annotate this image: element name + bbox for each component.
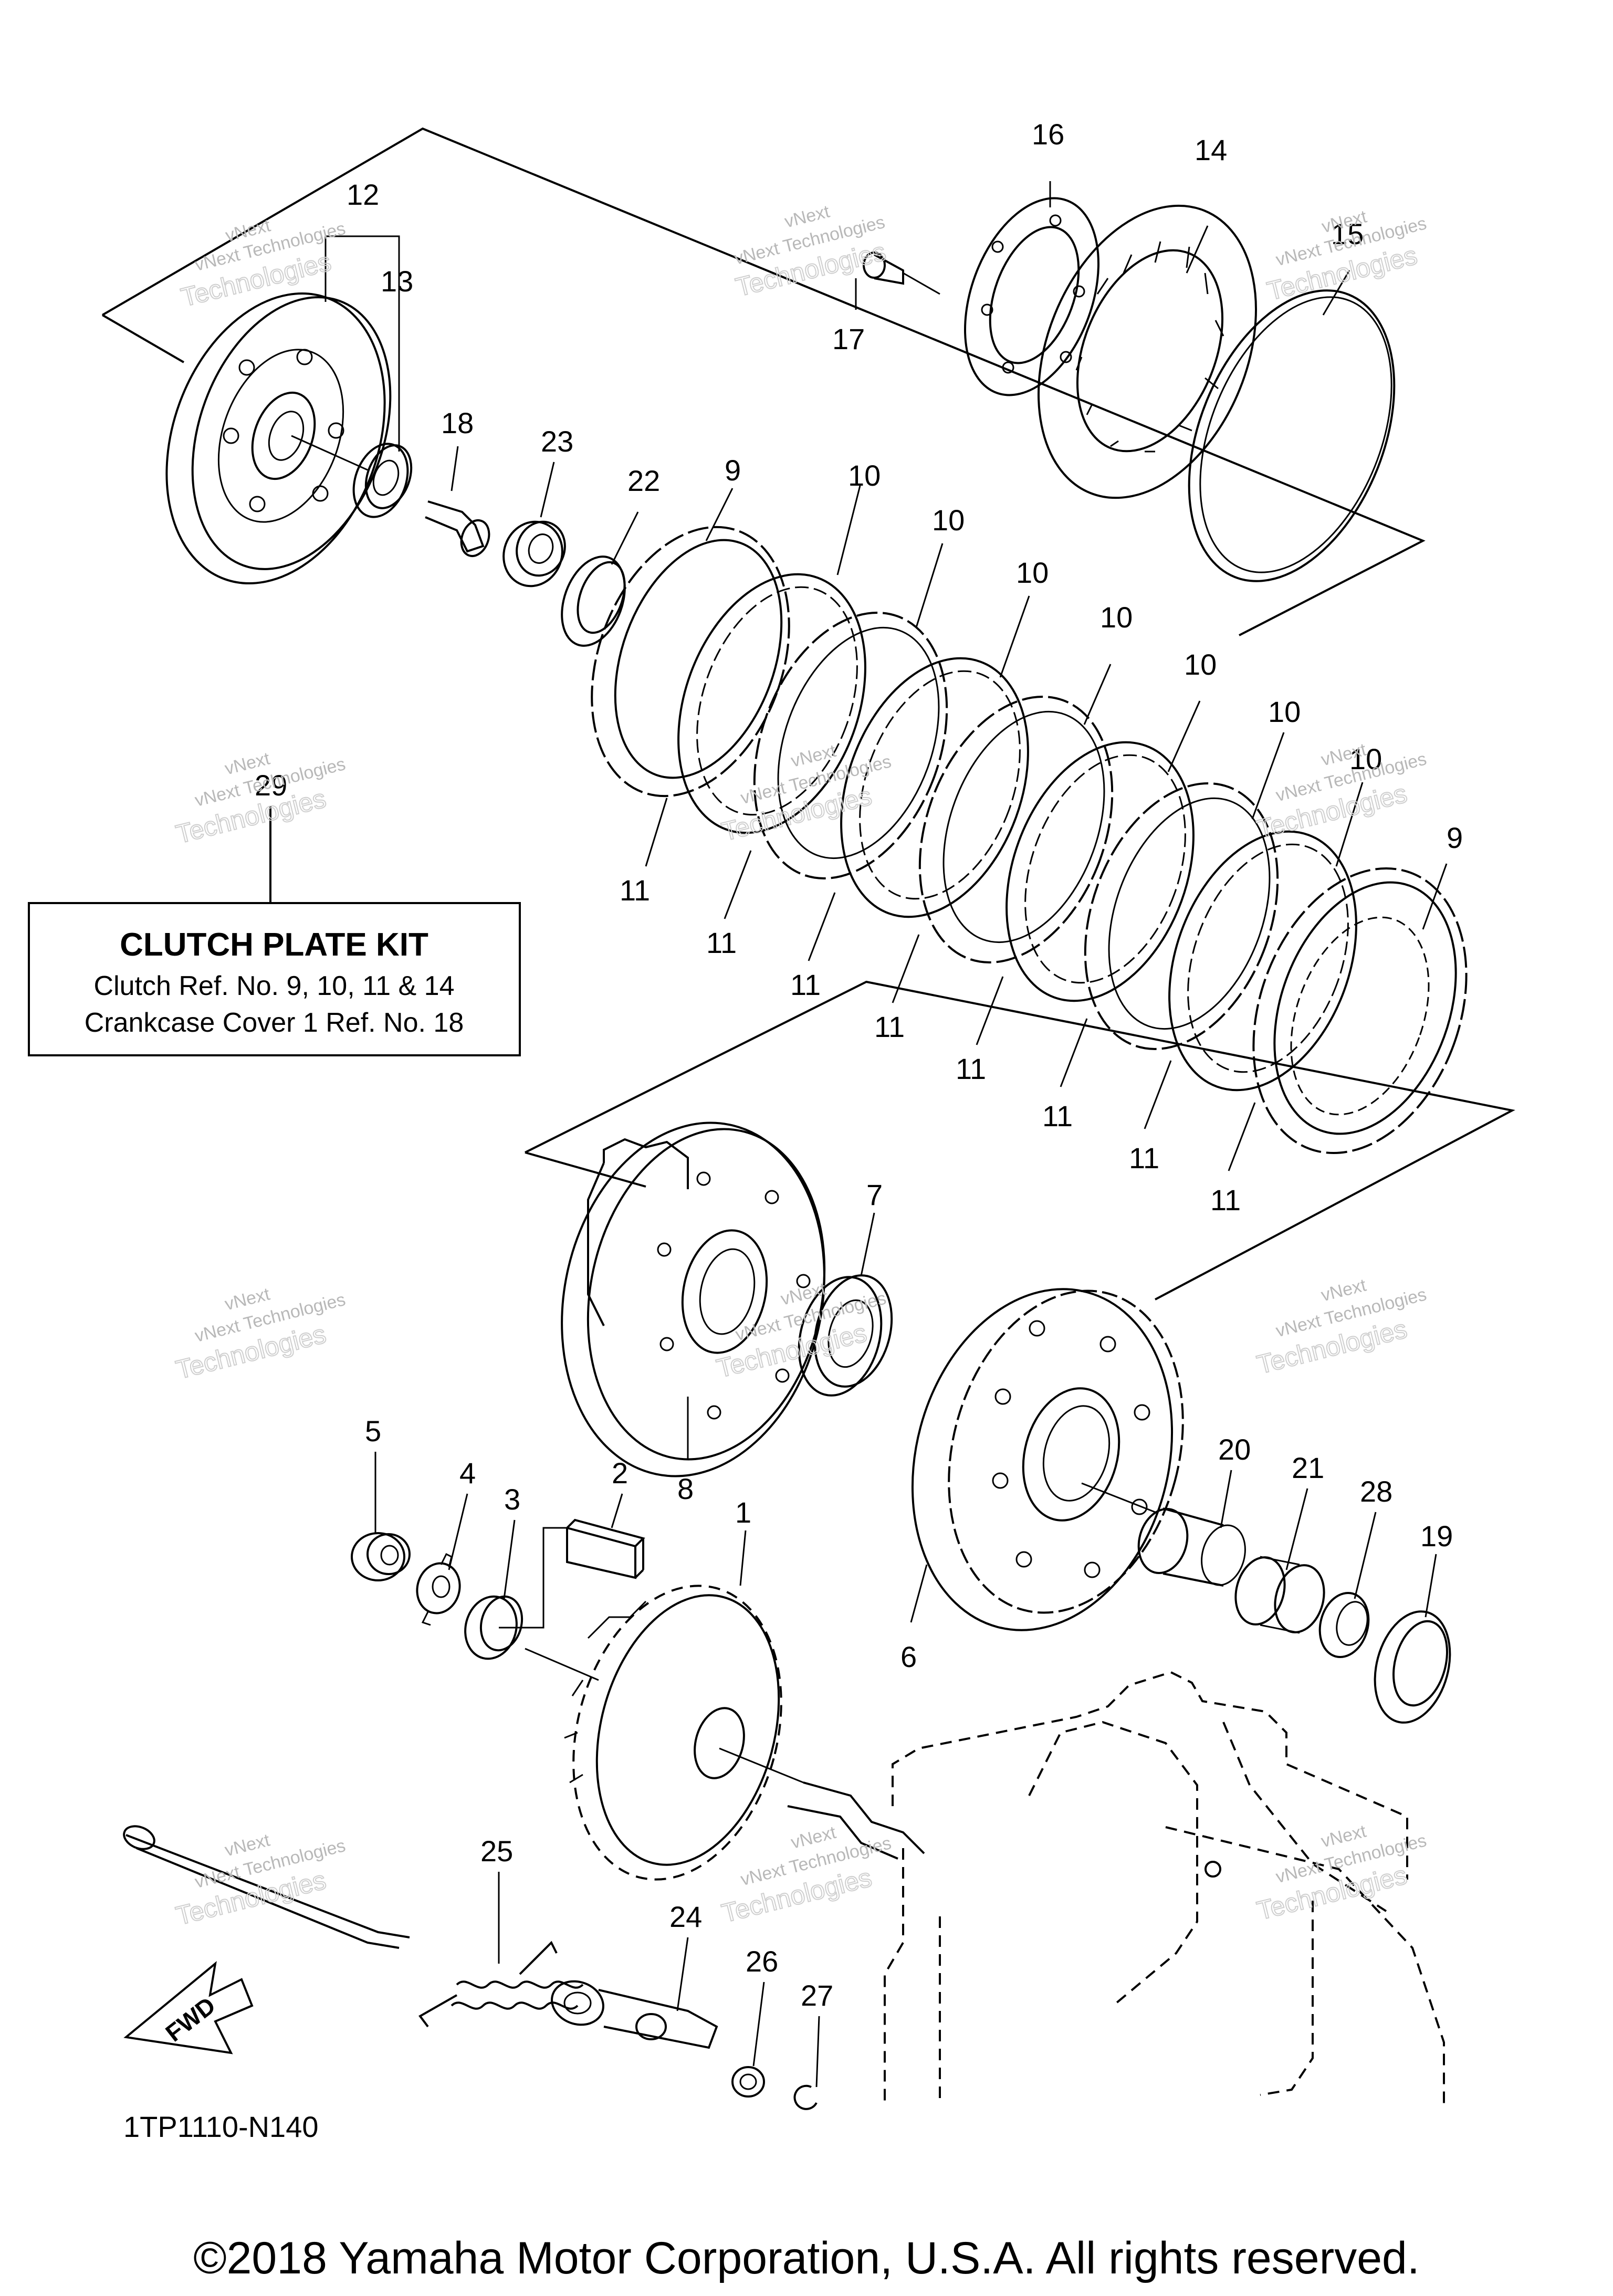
watermarks: vNext vNext Technologies Technologies vN…	[173, 202, 1429, 1932]
callout-11-f: 11	[1042, 1099, 1073, 1133]
nut-23	[502, 520, 566, 588]
clutch-plate-stack	[591, 526, 1468, 1155]
lock-washer-4	[416, 1553, 461, 1626]
washer-22	[561, 555, 626, 647]
leader-lines	[324, 181, 1448, 2088]
frame-top	[101, 127, 1426, 636]
callout-24: 24	[669, 1900, 702, 1933]
callout-7: 7	[866, 1178, 883, 1211]
callout-27: 27	[801, 1979, 833, 2012]
push-rod-18	[425, 500, 490, 557]
spring-plate-14	[1038, 204, 1257, 499]
kit-box-line-1: Clutch Ref. No. 9, 10, 11 & 14	[94, 971, 455, 1001]
callout-11-h: 11	[1210, 1183, 1241, 1217]
callout-8: 8	[677, 1472, 694, 1505]
callout-10-c: 10	[1016, 556, 1049, 589]
callout-10-d: 10	[1100, 601, 1133, 634]
circlip-27	[793, 2084, 818, 2110]
callout-11-a: 11	[620, 874, 650, 907]
callout-1: 1	[735, 1496, 751, 1529]
washer-19	[1374, 1610, 1451, 1724]
crankcase-outline	[884, 1671, 1445, 2105]
callout-28: 28	[1360, 1475, 1392, 1508]
needle-bearing-21	[1234, 1556, 1325, 1634]
crankshaft	[787, 1781, 925, 1860]
primary-drive-gear-1	[525, 1585, 804, 1881]
callout-18: 18	[441, 406, 474, 439]
fwd-arrow-icon: FWD	[123, 1961, 254, 2054]
bolt-17	[863, 251, 940, 295]
kit-box-title: CLUTCH PLATE KIT	[120, 927, 428, 963]
callout-11-c: 11	[790, 968, 821, 1001]
diagram-code: 1TP1110-N140	[123, 2110, 319, 2143]
fwd-label: FWD	[160, 1991, 221, 2047]
shift-shaft	[123, 1825, 410, 1949]
spring-25	[418, 1941, 584, 2028]
nut-5	[351, 1532, 411, 1581]
callout-29: 29	[255, 769, 287, 802]
gear-3	[464, 1527, 567, 1660]
callout-11-g: 11	[1129, 1141, 1159, 1175]
callout-11-d: 11	[874, 1010, 905, 1043]
callout-25: 25	[480, 1834, 513, 1868]
callout-20: 20	[1218, 1433, 1251, 1466]
callout-23: 23	[541, 425, 573, 458]
callout-10-g: 10	[1349, 742, 1382, 775]
callout-17: 17	[832, 322, 865, 355]
clutch-plate-kit-box	[28, 806, 521, 1056]
clutch-boss-6	[911, 1288, 1184, 1631]
callout-numbers: 16 14 15 12 13 17 18 23 22 9 10 10 10 10…	[347, 118, 1463, 2012]
bearing-13	[352, 443, 413, 518]
washer-26	[731, 2066, 765, 2098]
callout-4: 4	[459, 1456, 476, 1490]
callout-26: 26	[746, 1945, 778, 1978]
callout-2: 2	[612, 1456, 628, 1490]
callout-3: 3	[504, 1483, 520, 1516]
callout-9-rear: 9	[1447, 821, 1463, 854]
frame-middle	[525, 980, 1515, 1301]
callout-6: 6	[900, 1640, 917, 1673]
part-28	[1318, 1591, 1370, 1659]
callout-10-e: 10	[1184, 648, 1217, 681]
callout-10-f: 10	[1268, 695, 1301, 728]
key-2	[565, 1518, 645, 1579]
callout-19: 19	[1420, 1519, 1453, 1553]
callout-16: 16	[1032, 118, 1064, 151]
bushing-20	[1137, 1507, 1246, 1587]
spacer-7	[798, 1274, 893, 1397]
callout-11-b: 11	[706, 926, 737, 959]
callout-12: 12	[347, 178, 379, 211]
callout-14: 14	[1195, 133, 1227, 166]
callout-10-b: 10	[932, 504, 965, 537]
shift-lever-24	[551, 1980, 718, 2049]
callout-22: 22	[627, 464, 660, 497]
callout-21: 21	[1292, 1451, 1324, 1484]
callout-15: 15	[1331, 217, 1364, 250]
callout-13: 13	[381, 265, 413, 298]
plate-16	[964, 197, 1099, 396]
kit-box-line-2: Crankcase Cover 1 Ref. No. 18	[85, 1008, 464, 1038]
callout-10-a: 10	[848, 459, 881, 492]
pressure-plate-12	[165, 292, 392, 584]
callout-5: 5	[365, 1414, 381, 1448]
copyright-notice: ©2018 Yamaha Motor Corporation, U.S.A. A…	[193, 2233, 1420, 2283]
callout-11-e: 11	[956, 1052, 986, 1085]
circlip-15	[1188, 289, 1396, 582]
callout-9-front: 9	[725, 454, 741, 487]
